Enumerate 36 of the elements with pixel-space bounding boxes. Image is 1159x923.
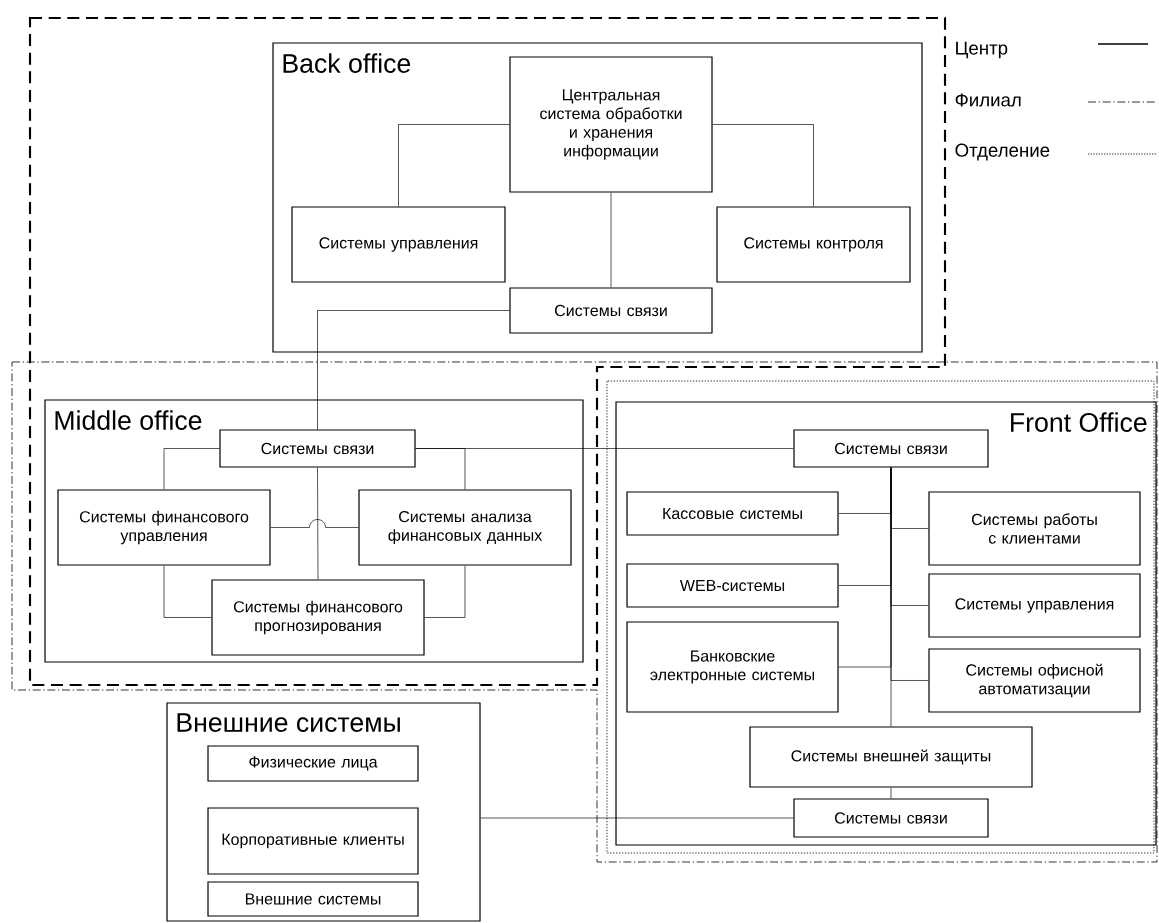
system-box: Системы управления — [928, 573, 1141, 638]
connector-line — [317, 310, 510, 430]
system-box: Системы управления — [291, 206, 506, 283]
connector-line — [712, 124, 814, 207]
connector-line — [270, 519, 359, 528]
system-box: Системы финансового прогнозирования — [211, 579, 425, 656]
system-box: Системы связи — [219, 429, 416, 468]
system-box: Корпоративные клиенты — [207, 807, 419, 875]
system-box: Системы финансового управления — [57, 489, 271, 566]
legend-item: Отделение — [955, 143, 1157, 161]
system-box: Физические лица — [207, 745, 419, 782]
legend-item: Центр — [956, 41, 1149, 59]
connector-line — [610, 192, 612, 288]
connector-line — [480, 817, 794, 819]
system-box: Системы контроля — [716, 206, 911, 283]
connector-line — [163, 448, 220, 490]
system-box: WEB-системы — [626, 563, 839, 608]
system-box: Системы работы с клиентами — [928, 491, 1141, 566]
connector-line — [163, 565, 212, 618]
system-box: Системы офисной автоматизации — [928, 648, 1141, 713]
connector-line — [317, 467, 319, 580]
system-box: Системы связи — [509, 287, 713, 334]
system-box: Системы связи — [793, 798, 989, 838]
legend-item: Филиал — [955, 93, 1157, 107]
connector-line — [890, 787, 892, 799]
connector-line — [398, 124, 510, 207]
system-box: Системы связи — [793, 429, 989, 468]
system-box: Центральная система обработки и хранения информации — [509, 56, 713, 193]
system-box: Кассовые системы — [626, 491, 839, 536]
connector-line — [424, 565, 466, 618]
system-box: Системы внешней защиты — [749, 726, 1033, 788]
system-box: Банковские электронные системы — [626, 621, 839, 713]
connector-line — [890, 467, 892, 727]
connector-line — [415, 448, 794, 449]
system-box: Внешние системы — [207, 881, 419, 917]
system-box: Системы анализа финансовых данных — [358, 489, 572, 566]
